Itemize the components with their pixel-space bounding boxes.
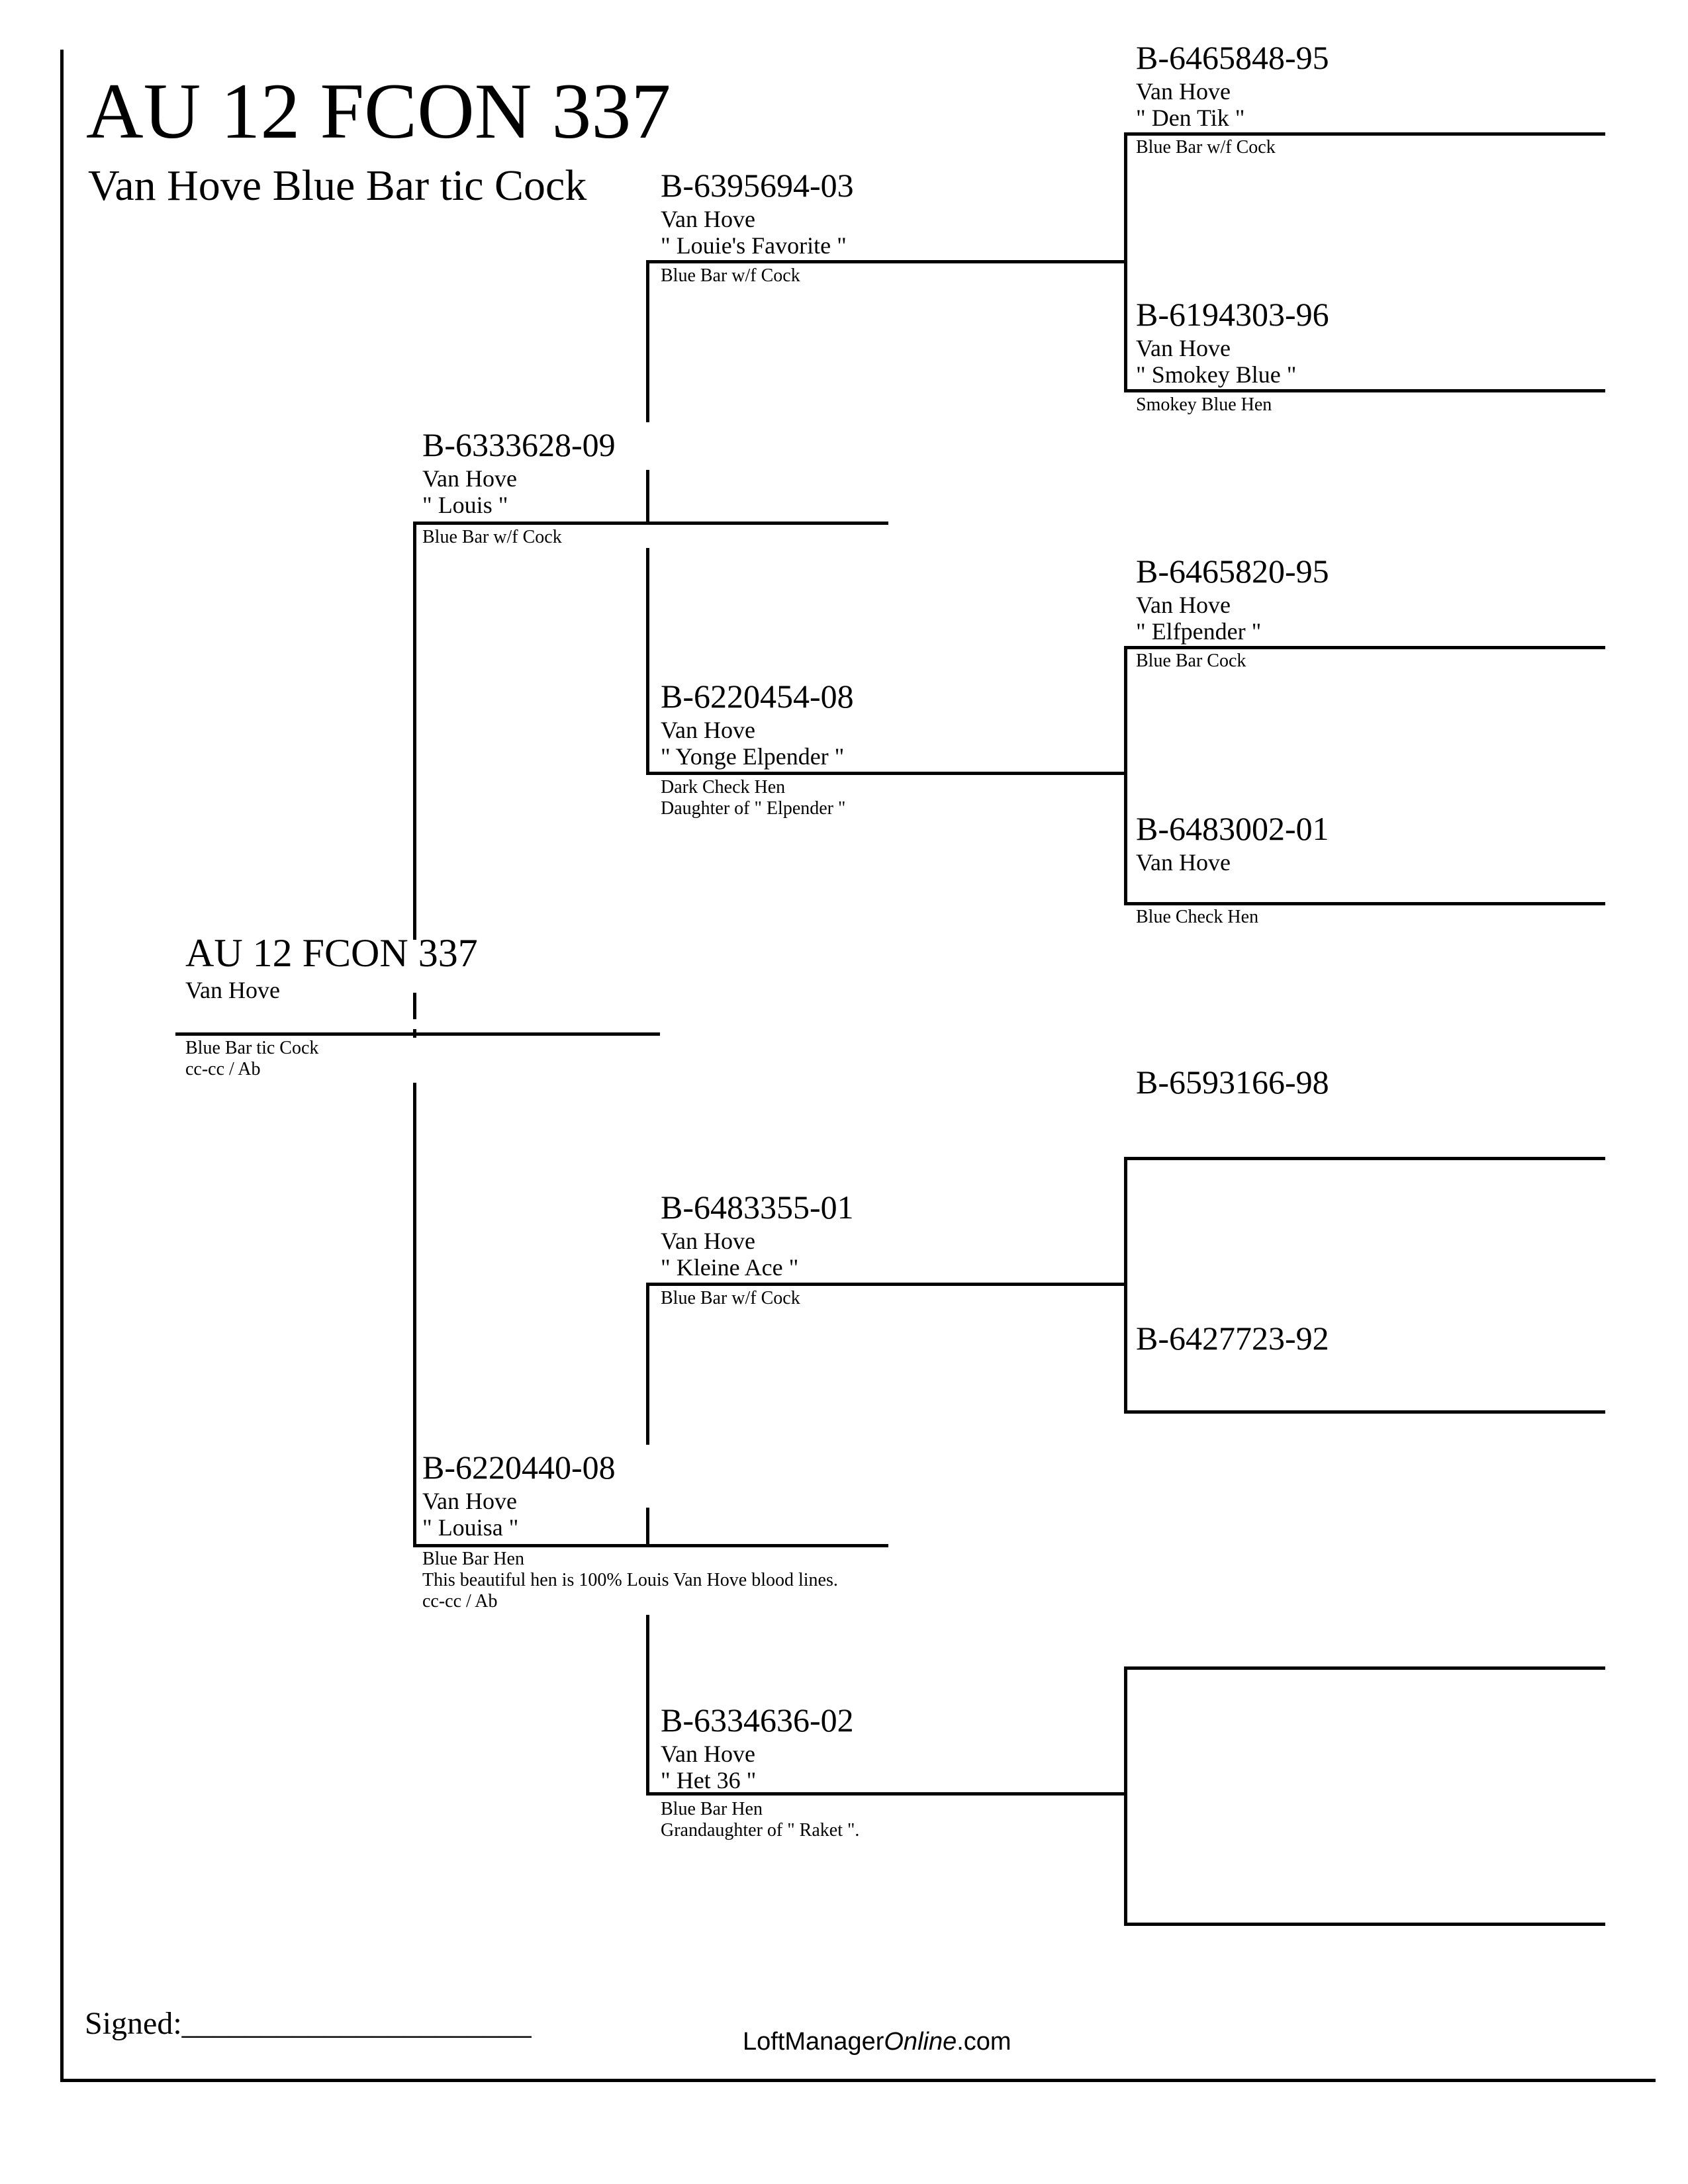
dam-connector-upper [646,1283,649,1445]
sire-connector-upper [646,260,649,422]
sire-band: B-6333628-09 [422,426,616,463]
gen3-entry-4: B-6483002-01 Van Hove [1136,812,1329,874]
signature-field: Signed:______________________ [85,2005,532,2042]
sire-connector-mid [646,470,649,525]
dam-sire-notes: Blue Bar w/f Cock [661,1288,800,1308]
gen3-name-2: " Smokey Blue " [1136,361,1297,388]
sire-dam-strain: Van Hove [661,717,755,743]
gen3-band-4: B-6483002-01 [1136,810,1329,847]
dam-dam-line [646,1792,1127,1796]
sire-sire-notes: Blue Bar w/f Cock [661,265,800,286]
dam-name: " Louisa " [422,1514,519,1541]
signature-line: ______________________ [181,2006,532,2041]
dam-entry: B-6220440-08 Van Hove " Louisa " [422,1451,616,1539]
gen3-strain-2: Van Hove [1136,335,1231,361]
dam-notes: Blue Bar Hen This beautiful hen is 100% … [422,1549,838,1612]
gen3-notes-3: Blue Bar Cock [1136,651,1246,671]
dam-sire-name: " Kleine Ace " [661,1254,799,1281]
page-bottom-border [60,2079,1656,2082]
dam-sire-band: B-6483355-01 [661,1189,854,1226]
subject-line [175,1032,660,1036]
dam-connector-lower [646,1615,649,1795]
gen3-connector-2 [1124,646,1127,905]
subject-entry: AU 12 FCON 337 Van Hove [185,933,478,1002]
sire-line [413,522,888,525]
dam-dam-band: B-6334636-02 [661,1702,854,1739]
sire-dam-band: B-6220454-08 [661,678,854,715]
gen3-band-2: B-6194303-96 [1136,296,1329,333]
dam-band: B-6220440-08 [422,1449,616,1486]
sire-dam-name: " Yonge Elpender " [661,743,845,770]
dam-line [413,1544,888,1547]
gen3-notes-2: Smokey Blue Hen [1136,394,1272,415]
gen3-line-2 [1124,389,1605,392]
page-left-border [60,50,64,2082]
dam-connector-mid [646,1508,649,1547]
brand-footer: LoftManagerOnline.com [743,2028,1011,2056]
dam-dam-entry: B-6334636-02 Van Hove " Het 36 " [661,1704,854,1792]
gen1-connector [413,522,416,1547]
gen3-line-1 [1124,132,1605,136]
gen3-entry-3: B-6465820-95 Van Hove " Elfpender " [1136,555,1329,643]
sire-sire-entry: B-6395694-03 Van Hove " Louie's Favorite… [661,169,854,257]
subject-strain: Van Hove [185,977,280,1003]
gen3-connector-3 [1124,1157,1127,1413]
dam-dam-notes: Blue Bar Hen Grandaughter of " Raket ". [661,1799,860,1841]
sire-dam-notes: Dark Check Hen Daughter of " Elpender " [661,777,846,819]
gen3-line-5 [1124,1157,1605,1160]
page-subtitle: Van Hove Blue Bar tic Cock [88,161,587,210]
sire-dam-entry: B-6220454-08 Van Hove " Yonge Elpender " [661,680,854,768]
gen3-line-6 [1124,1410,1605,1414]
gen3-connector-1 [1124,132,1127,392]
gen3-strain-1: Van Hove [1136,78,1231,105]
gen3-entry-1: B-6465848-95 Van Hove " Den Tik " [1136,41,1329,130]
gen3-entry-5: B-6593166-98 [1136,1066,1329,1099]
gen3-band-5: B-6593166-98 [1136,1064,1329,1101]
sire-connector-lower [646,548,649,774]
sire-strain: Van Hove [422,465,517,492]
gen3-line-4 [1124,902,1605,905]
sire-sire-name: " Louie's Favorite " [661,232,847,259]
signed-label: Signed: [85,2006,182,2041]
dam-sire-entry: B-6483355-01 Van Hove " Kleine Ace " [661,1191,854,1279]
gen3-band-6: B-6427723-92 [1136,1320,1329,1357]
page-title: AU 12 FCON 337 [86,67,671,155]
dam-dam-name: " Het 36 " [661,1767,757,1794]
gen3-band-1: B-6465848-95 [1136,39,1329,76]
gen3-notes-4: Blue Check Hen [1136,907,1259,927]
gen3-entry-6: B-6427723-92 [1136,1322,1329,1355]
sire-sire-strain: Van Hove [661,206,755,232]
dam-sire-line [646,1283,1127,1286]
dam-sire-strain: Van Hove [661,1228,755,1254]
gen3-line-7 [1124,1666,1605,1670]
dam-dam-strain: Van Hove [661,1741,755,1767]
gen3-line-3 [1124,646,1605,649]
gen3-name-3: " Elfpender " [1136,618,1262,645]
gen3-line-8 [1124,1923,1605,1926]
sire-name: " Louis " [422,492,508,518]
dam-strain: Van Hove [422,1488,517,1514]
gen3-entry-2: B-6194303-96 Van Hove " Smokey Blue " [1136,298,1329,387]
gen3-band-3: B-6465820-95 [1136,553,1329,590]
sire-sire-line [646,260,1127,263]
sire-sire-band: B-6395694-03 [661,167,854,204]
subject-notes: Blue Bar tic Cock cc-cc / Ab [185,1038,319,1080]
subject-band: AU 12 FCON 337 [185,931,478,975]
sire-notes: Blue Bar w/f Cock [422,527,562,547]
gen3-strain-4: Van Hove [1136,849,1231,876]
gen3-connector-4 [1124,1666,1127,1926]
sire-entry: B-6333628-09 Van Hove " Louis " [422,428,616,517]
gen3-notes-1: Blue Bar w/f Cock [1136,137,1276,158]
gen3-name-1: " Den Tik " [1136,105,1245,131]
gen3-strain-3: Van Hove [1136,592,1231,618]
sire-dam-line [646,772,1127,775]
